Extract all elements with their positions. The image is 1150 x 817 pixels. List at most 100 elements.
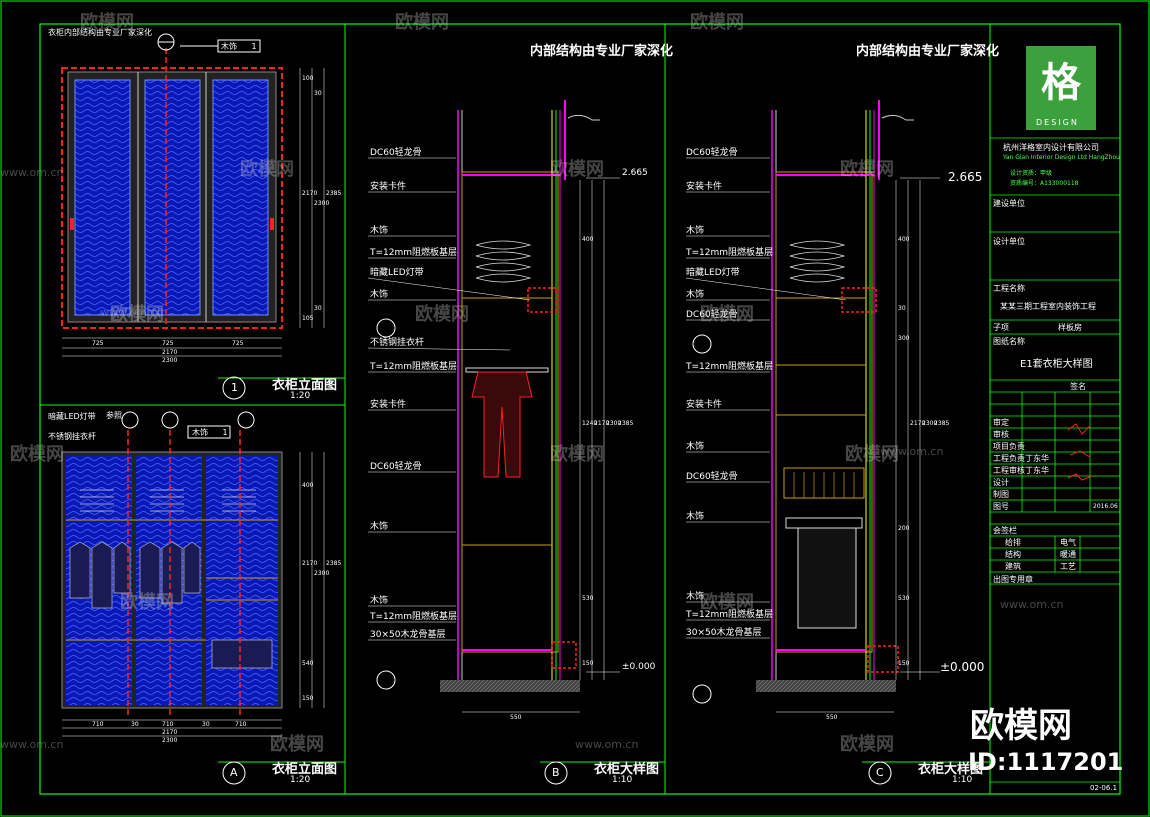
watermark-url-4: www.om.cn — [1000, 598, 1064, 611]
dim-2300: 2300 — [162, 357, 178, 364]
watermark-4: 欧模网 — [240, 159, 294, 180]
tag-text: 木饰 — [221, 42, 237, 51]
watermark-14: 欧模网 — [700, 592, 754, 613]
row-6-label: 设计 — [993, 478, 1009, 487]
panel-B-label-12: 木饰 — [370, 596, 389, 606]
panel-1-title: 衣柜立面图 — [272, 378, 338, 393]
panel-B-level-top: 2.665 — [622, 168, 648, 178]
dim-bottom-2: 725 — [162, 340, 174, 347]
dimC-right-9: 150 — [898, 660, 910, 667]
cert-2: 资质编号：A133000118 — [1010, 180, 1079, 187]
tag-num: 1 — [222, 428, 228, 437]
panel-C-label-14: T=12mm阻燃板基层 — [686, 610, 774, 620]
dimB-right-7: 150 — [582, 660, 594, 667]
panel-B-dim-550: 550 — [510, 714, 522, 721]
panel-B-label-3: 木饰 — [370, 226, 389, 236]
dimC-right-2: 30 — [898, 305, 906, 312]
watermark-5: 欧模网 — [550, 159, 604, 180]
dimA-bottom-1: 710 — [92, 721, 104, 728]
panel-B-label-7: 不锈钢挂衣杆 — [370, 338, 425, 348]
dimA-2300: 2300 — [162, 737, 178, 744]
panel-C-label-3: 木饰 — [686, 226, 705, 236]
dim-bottom-3: 725 — [232, 340, 244, 347]
panel-B-label-2: 安装卡件 — [370, 182, 407, 192]
panel-C-label-5: 暗藏LED灯带 — [686, 268, 740, 278]
watermark-1: 欧模网 — [80, 12, 134, 33]
panel-B-label-5: 暗藏LED灯带 — [370, 268, 424, 278]
panel-B-label-11: 木饰 — [370, 522, 389, 532]
dimB-right-6: 2385 — [618, 420, 634, 427]
dimA-bottom-4: 30 — [202, 721, 210, 728]
panel-C-dim-550: 550 — [826, 714, 838, 721]
panel-C-label-9: 安装卡件 — [686, 400, 723, 410]
unit-1: 建设单位 — [993, 199, 1025, 208]
panel-C-note: 内部结构由专业厂家深化 — [856, 44, 1000, 59]
panel-A-label-led: 暗藏LED灯带 — [48, 412, 96, 421]
sub-label: 子项 — [993, 323, 1009, 332]
panel-B-label-6: 木饰 — [370, 290, 389, 300]
watermark-6: 欧模网 — [840, 159, 894, 180]
panel-C-level-top: 2.665 — [948, 170, 983, 184]
cosign-1a: 给排 — [1005, 538, 1021, 547]
cosign-label: 会签栏 — [993, 526, 1017, 535]
title-block — [990, 46, 1120, 783]
dimB-right-4: 2170 — [594, 420, 610, 427]
panel-B-label-10: DC60轻龙骨 — [370, 462, 422, 472]
dim-right-4: 2300 — [314, 200, 330, 207]
watermark-12: 欧模网 — [845, 444, 899, 465]
drawing-name: E1套衣柜大样图 — [1020, 359, 1093, 370]
company-logo-icon: 格 — [1041, 60, 1081, 106]
cosign-2b: 暖通 — [1060, 550, 1076, 559]
watermark-url-3: www.om.cn — [880, 445, 944, 458]
dimB-right-1: 400 — [582, 236, 594, 243]
cosign-1b: 电气 — [1060, 538, 1076, 547]
watermark-16: 欧模网 — [840, 734, 894, 755]
panel-1-number: 1 — [231, 381, 238, 394]
sign-head: 签名 — [1070, 382, 1086, 391]
dimA-right-3: 2300 — [314, 570, 330, 577]
dimC-right-3: 300 — [898, 335, 910, 342]
watermark-9: 欧模网 — [700, 304, 754, 325]
panel-B-label-13: T=12mm阻燃板基层 — [370, 612, 458, 622]
watermark-3: 欧模网 — [690, 12, 744, 33]
dimC-right-8: 530 — [898, 595, 910, 602]
panel-A-number: A — [230, 766, 238, 779]
row-2-label: 审核 — [993, 430, 1009, 439]
panel-C-label-4: T=12mm阻燃板基层 — [686, 248, 774, 258]
panel-C-number: C — [876, 766, 884, 779]
dimA-right-5: 540 — [302, 660, 314, 667]
panel-C-label-11: DC60轻龙骨 — [686, 472, 738, 482]
panel-C-scale: 1:10 — [952, 775, 973, 785]
row-3-label: 项目负责 — [993, 442, 1025, 451]
row-5-label: 工程审核 — [993, 466, 1025, 475]
panel-B-title: 衣柜大样图 — [594, 762, 660, 777]
tag-num: 1 — [251, 42, 257, 51]
dim-2170: 2170 — [162, 349, 178, 356]
watermark-8: 欧模网 — [415, 304, 469, 325]
panel-B-label-9: 安装卡件 — [370, 400, 407, 410]
panel-1-tag: 木饰 1 — [221, 41, 257, 52]
panel-B-section — [367, 100, 665, 785]
dim-right-1: 100 — [302, 75, 314, 82]
panel-B-label-1: DC60轻龙骨 — [370, 148, 422, 158]
dimB-right-2: 1240 — [582, 420, 598, 427]
panel-A-label-rod: 不锈钢挂衣杆 — [48, 432, 96, 441]
watermark-url-5: www.om.cn — [0, 738, 64, 751]
sub-name: 样板房 — [1058, 323, 1082, 332]
cert-1: 设计资质：甲级 — [1010, 170, 1053, 177]
dimA-bottom-5: 710 — [235, 721, 247, 728]
panel-C-title: 衣柜大样图 — [918, 762, 984, 777]
panel-B-number: B — [552, 766, 560, 779]
dimC-right-1: 400 — [898, 236, 910, 243]
dim-right-2: 30 — [314, 90, 322, 97]
watermark-11: 欧模网 — [550, 444, 604, 465]
logo-word: DESIGN — [1036, 118, 1079, 127]
panel-B-level-bottom: ±0.000 — [622, 662, 656, 672]
dimC-right-6: 2385 — [934, 420, 950, 427]
panel-C-label-10: 木饰 — [686, 442, 705, 452]
dim-bottom-1: 725 — [92, 340, 104, 347]
dimA-bottom-3: 710 — [162, 721, 174, 728]
